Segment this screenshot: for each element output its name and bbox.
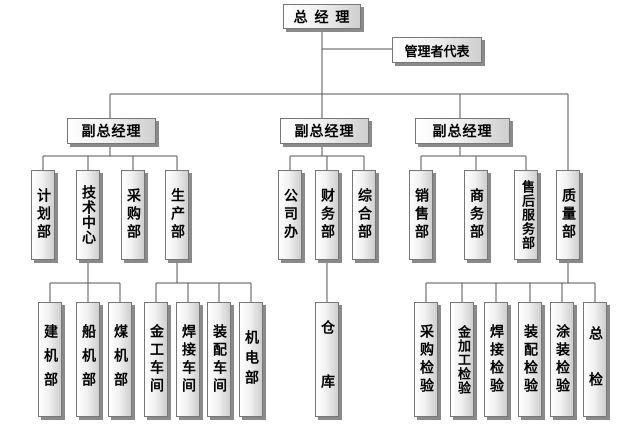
unit-warehouse: 仓 库	[315, 302, 339, 417]
dept-production: 生产部	[165, 170, 189, 260]
dept-sales: 销售部	[409, 170, 433, 260]
dept-purchase: 采购部	[121, 170, 145, 260]
dept-business: 商务部	[464, 170, 488, 260]
unit-weld-workshop: 焊接车间	[176, 302, 200, 417]
qc-final: 总 检	[583, 302, 607, 417]
dept-tech-center: 技术中心	[76, 170, 100, 260]
unit-assembly-workshop: 装配车间	[207, 302, 231, 417]
qc-purchase: 采购检验	[414, 302, 438, 417]
dept-quality: 质量部	[556, 170, 580, 260]
unit-metal-workshop: 金工车间	[144, 302, 168, 417]
vp-box-2: 副总经理	[280, 118, 369, 144]
qc-metal: 金加工检验	[450, 302, 474, 417]
qc-assembly: 装配检验	[518, 302, 542, 417]
unit-coal-machine: 煤机部	[108, 302, 132, 417]
dept-general: 综合部	[352, 170, 376, 260]
unit-build-machine: 建机部	[38, 302, 62, 417]
qc-paint: 涂装检验	[550, 302, 574, 417]
unit-electromech: 机电部	[239, 302, 263, 417]
vp-box-1: 副总经理	[67, 118, 156, 144]
dept-after-sales: 售后服务部	[514, 170, 538, 260]
qc-weld: 焊接检验	[484, 302, 508, 417]
dept-office: 公司办	[278, 170, 302, 260]
unit-ship-machine: 船机部	[76, 302, 100, 417]
dept-plan: 计划部	[31, 170, 55, 260]
ceo-box: 总 经 理	[283, 4, 361, 29]
management-rep-box: 管理者代表	[392, 37, 482, 63]
dept-finance: 财务部	[315, 170, 339, 260]
vp-box-3: 副总经理	[415, 118, 510, 144]
